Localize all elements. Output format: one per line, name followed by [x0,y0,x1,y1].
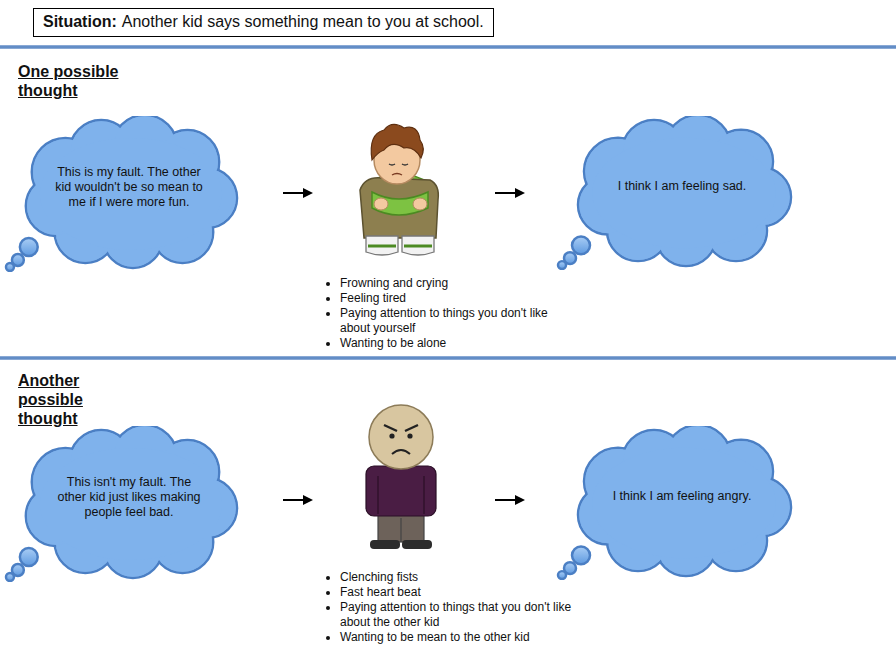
bullet-item: Frowning and crying [340,276,580,291]
thought-text: This is my fault. The other kid wouldn't… [52,165,206,210]
thought-text: I think I am feeling sad. [618,179,747,194]
situation-text: Another kid says something mean to you a… [122,13,484,30]
thought-text: This isn't my fault. The other kid just … [52,475,206,520]
bullet-list: Clenching fistsFast heart beatPaying att… [322,570,580,645]
situation-heading: Situation: [43,13,117,30]
thought-cloud: I think I am feeling sad. [556,116,796,270]
bullet-item: Paying attention to things that you don'… [340,600,580,630]
bullet-item: Wanting to be alone [340,336,580,351]
bullet-item: Wanting to be mean to the other kid [340,630,580,645]
sad-boy-figure [360,124,438,255]
angry-figure [366,405,436,549]
cloud-shape [556,426,796,580]
cloud-shape [556,116,796,270]
section-heading: One possible thought [18,62,136,100]
divider-rule [0,356,896,360]
cloud-shape [4,116,242,272]
thought-text: I think I am feeling angry. [613,489,752,504]
thought-cloud: This isn't my fault. The other kid just … [4,426,242,582]
bullet-item: Clenching fists [340,570,580,585]
cloud-shape [4,426,242,582]
bullet-item: Feeling tired [340,291,580,306]
divider-rule [0,45,896,49]
thought-cloud: This is my fault. The other kid wouldn't… [4,116,242,272]
situation-box: Situation: Another kid says something mea… [33,8,494,37]
bullet-list: Frowning and cryingFeeling tiredPaying a… [322,276,580,351]
thought-cloud: I think I am feeling angry. [556,426,796,580]
bullet-item: Paying attention to things you don't lik… [340,306,580,336]
bullet-item: Fast heart beat [340,585,580,600]
section-heading: Another possible thought [18,371,136,428]
